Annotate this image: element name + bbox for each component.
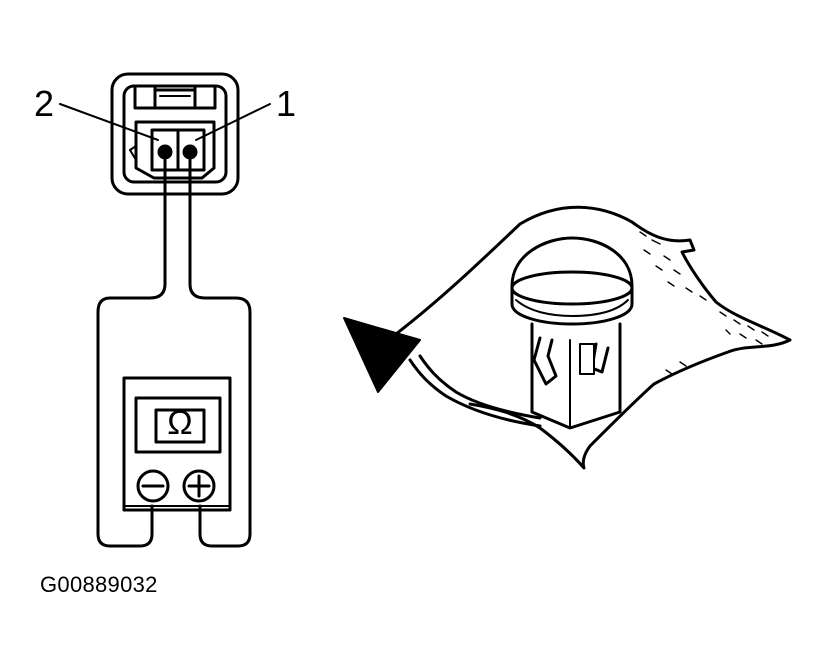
positive-terminal-icon [182, 469, 216, 503]
connector-icon [110, 72, 240, 196]
probe-leads [96, 150, 252, 548]
ohm-symbol: Ω [167, 404, 193, 442]
cloth-wrap [394, 205, 792, 470]
figure-id: G00889032 [40, 572, 158, 597]
sensor-component [510, 236, 634, 430]
ohmmeter-icon [122, 376, 232, 512]
pin-1-label: 1 [276, 83, 297, 124]
leader-line-2 [59, 103, 159, 141]
removal-arrow-icon [343, 317, 542, 428]
leader-line-1 [195, 103, 271, 141]
negative-terminal-icon [136, 469, 170, 503]
pin-2-label: 2 [34, 83, 55, 124]
